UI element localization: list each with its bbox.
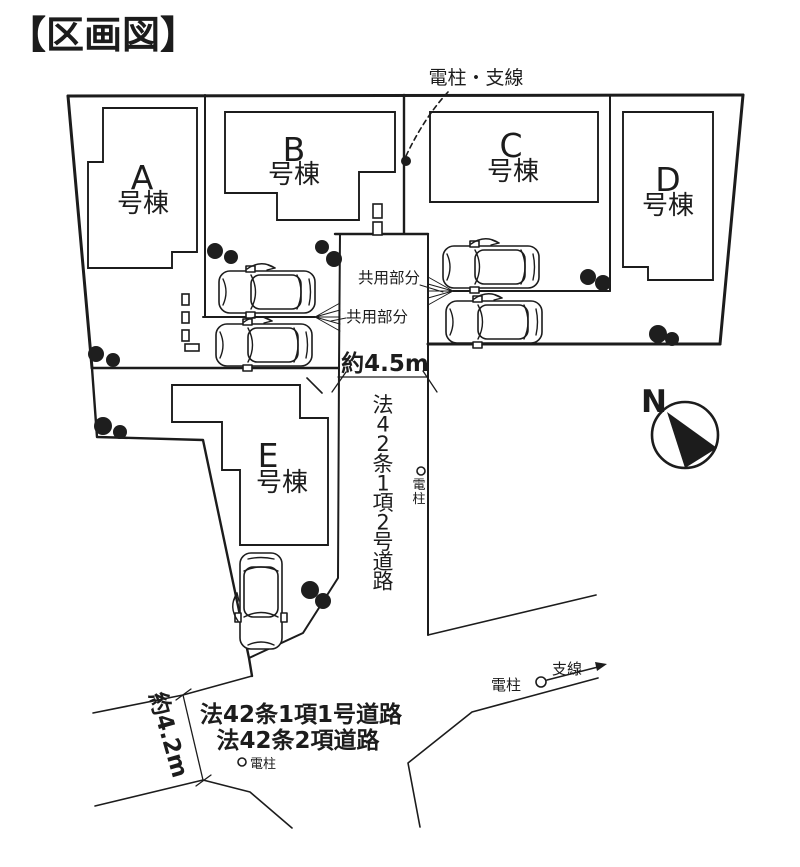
compass-needle (667, 412, 717, 468)
building-c-letter: C (499, 126, 522, 165)
fence-dashes (181, 203, 383, 352)
building-b-suffix: 号棟 (268, 160, 320, 190)
car-lot-e (231, 552, 288, 650)
page-title: 【区画図】 (8, 13, 198, 57)
pole-bottom-label: 電柱 (250, 757, 276, 772)
pole-right-label: 電柱 (491, 676, 521, 694)
building-e: E 号棟 (171, 384, 329, 546)
building-d-suffix: 号棟 (642, 191, 694, 221)
building-b: B 号棟 (224, 111, 396, 221)
road-bottom-label-2: 法42条2項道路 (216, 727, 380, 754)
road-bottom-label-1: 法42条1項1号道路 (200, 701, 403, 728)
building-a-suffix: 号棟 (117, 189, 169, 219)
building-c-suffix: 号棟 (487, 157, 539, 187)
pole-circle-right (535, 676, 547, 688)
road-edges (92, 232, 599, 829)
car-lot-c-2 (445, 292, 543, 349)
car-lot-c-1 (442, 237, 540, 294)
compass-north-label: N (641, 384, 667, 420)
guy-wire-arrowhead (595, 662, 607, 671)
building-c: C 号棟 (429, 111, 599, 203)
road-width-main-label: 約4.5m (341, 350, 429, 377)
pole-mid-label: 電柱 (412, 478, 425, 507)
common-area-label-2: 共用部分 (346, 308, 408, 326)
pole-dot-top (401, 156, 411, 166)
car-lot-b-2 (215, 315, 313, 372)
utility-poles: 電柱・支線 電柱 電柱 支線 電柱 (237, 67, 607, 772)
pole-circle-bottom (237, 757, 247, 767)
pole-circle-mid (416, 466, 426, 476)
dimension-lines (175, 370, 438, 787)
car-lot-b-1 (218, 262, 316, 319)
building-e-suffix: 号棟 (256, 468, 308, 498)
building-a-letter: A (131, 158, 154, 197)
building-a: A 号棟 (87, 107, 198, 269)
pole-guy-top-label: 電柱・支線 (428, 67, 523, 89)
trees (88, 240, 679, 609)
building-d-letter: D (655, 160, 680, 199)
compass: N (641, 384, 720, 470)
building-b-letter: B (283, 130, 306, 169)
road-width-side-label: 約4.2m (143, 689, 193, 781)
building-d: D 号棟 (622, 111, 714, 281)
building-e-letter: E (258, 436, 279, 475)
common-area-label-1: 共用部分 (358, 269, 420, 287)
guy-wire-label: 支線 (552, 660, 582, 678)
